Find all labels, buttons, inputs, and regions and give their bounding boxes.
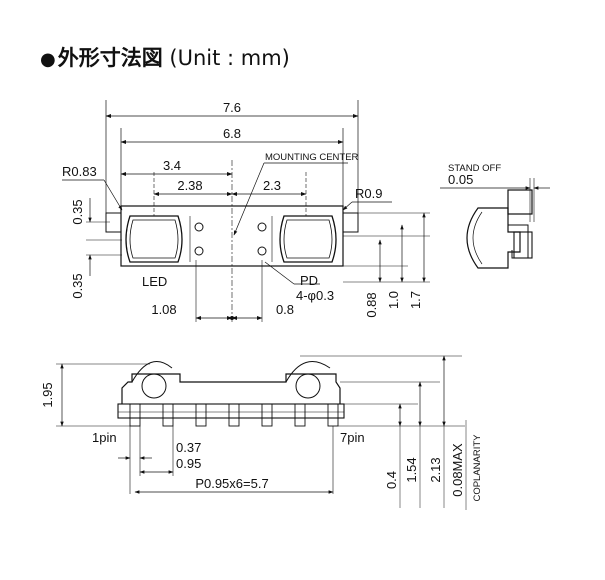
title-japanese: 外形寸法図 <box>57 46 163 70</box>
label-left-radius: R0.83 <box>62 164 97 179</box>
dim-height-17: 1.7 <box>408 291 423 309</box>
dim-lower-offset: 0.35 <box>70 273 85 298</box>
dim-overall-width: 7.6 <box>223 100 241 115</box>
hole-4 <box>257 246 267 256</box>
right-terminal <box>342 212 359 233</box>
hole-1 <box>194 222 204 232</box>
hole-3 <box>257 222 267 232</box>
label-pin1: 1pin <box>92 430 117 445</box>
dim-upper-offset: 0.35 <box>70 199 85 224</box>
led-lens <box>125 215 183 263</box>
label-right-radius: R0.9 <box>355 186 382 201</box>
dim-led-center: 2.38 <box>177 178 202 193</box>
dim-center-pd: 2.3 <box>263 178 281 193</box>
dim-04: 0.4 <box>384 471 399 489</box>
front-view <box>56 355 467 510</box>
dim-bottom-left: 1.08 <box>151 302 176 317</box>
dim-coplanarity: 0.08MAX <box>450 443 465 497</box>
label-stand-off: STAND OFF <box>448 163 501 174</box>
front-view-labels: 1.95 1pin 7pin 0.37 0.95 P0.95x6=5.7 0.4… <box>40 382 483 501</box>
top-view-labels: 7.6 6.8 3.4 2.38 2.3 R0.83 R0.9 MOUNTING… <box>62 100 423 318</box>
dim-pin-pitch: 0.95 <box>176 456 201 471</box>
hole-2 <box>194 246 204 256</box>
left-terminal <box>105 212 122 233</box>
dim-bottom-right: 0.8 <box>276 302 294 317</box>
dim-front-height: 1.95 <box>40 382 55 407</box>
label-pin7: 7pin <box>340 430 365 445</box>
label-mounting-center: MOUNTING CENTER <box>265 152 359 163</box>
label-pd: PD <box>300 273 318 288</box>
dim-213: 2.13 <box>428 457 443 482</box>
title-unit: (Unit : mm) <box>169 46 290 70</box>
dim-pitch-total: P0.95x6=5.7 <box>195 476 268 491</box>
drawing-title: ●外形寸法図 (Unit : mm) <box>40 42 290 72</box>
label-led: LED <box>142 274 167 289</box>
dim-height-10: 1.0 <box>386 291 401 309</box>
dim-stand-off: 0.05 <box>448 172 473 187</box>
dim-height-088: 0.88 <box>364 292 379 317</box>
side-view-body <box>466 207 521 269</box>
bullet-icon: ● <box>40 49 56 70</box>
label-coplanarity: COPLANARITY <box>472 434 483 502</box>
pd-lens <box>279 215 337 263</box>
dim-body-width: 6.8 <box>223 126 241 141</box>
dim-left-half: 3.4 <box>163 158 181 173</box>
label-holes: 4-φ0.3 <box>296 288 334 303</box>
dim-pin-width: 0.37 <box>176 440 201 455</box>
top-view <box>62 100 430 322</box>
side-view <box>440 178 550 269</box>
dim-154: 1.54 <box>404 457 419 482</box>
